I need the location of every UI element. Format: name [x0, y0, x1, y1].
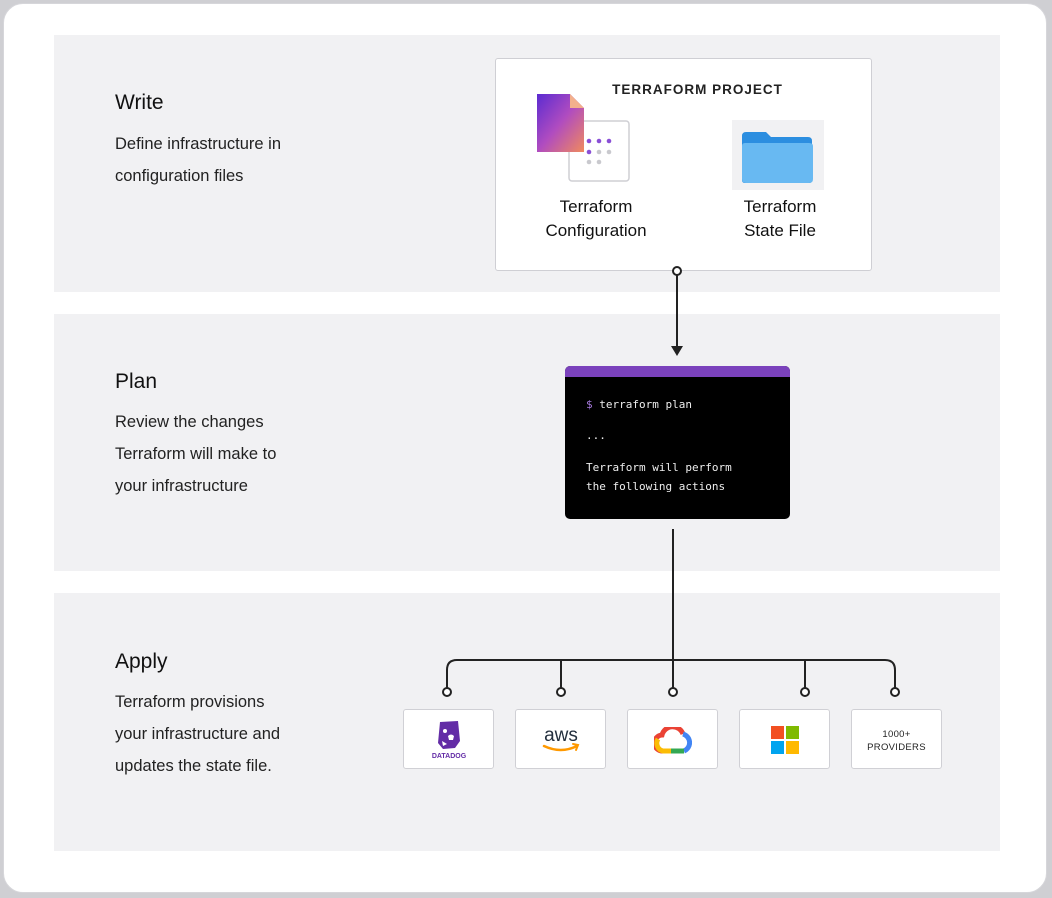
write-title: Write	[115, 91, 164, 114]
more-providers-line: 1000+	[882, 729, 911, 740]
plan-section	[54, 314, 1000, 571]
terminal-ellipsis: ...	[586, 429, 606, 442]
state-label-line: State File	[744, 221, 816, 240]
aws-logo-icon: aws	[542, 725, 580, 752]
state-label-line: Terraform	[743, 197, 817, 216]
apply-title: Apply	[115, 650, 168, 673]
microsoft-logo-icon	[771, 726, 799, 754]
config-label: Terraform Configuration	[532, 195, 660, 243]
plan-desc-line: Review the changes	[115, 413, 264, 431]
terminal-command-line: $ terraform plan	[586, 398, 692, 411]
terminal-output-line: the following actions	[586, 480, 726, 493]
plan-description: Review the changes Terraform will make t…	[115, 406, 276, 502]
provider-google-cloud	[627, 709, 718, 769]
google-cloud-logo-icon	[654, 727, 692, 754]
terraform-project-box: TERRAFORM PROJECT	[495, 58, 872, 271]
write-description: Define infrastructure in configuration f…	[115, 128, 281, 192]
config-label-line: Configuration	[545, 221, 647, 240]
plan-desc-line: your infrastructure	[115, 477, 248, 495]
folder-icon	[732, 120, 824, 190]
provider-microsoft	[739, 709, 830, 769]
provider-more: 1000+ PROVIDERS	[851, 709, 942, 769]
provider-aws: aws	[515, 709, 606, 769]
more-providers-line: PROVIDERS	[867, 742, 926, 753]
apply-desc-line: updates the state file.	[115, 757, 272, 775]
plan-title: Plan	[115, 370, 158, 393]
datadog-wordmark: DATADOG	[432, 753, 467, 760]
config-label-line: Terraform	[559, 197, 633, 216]
terminal-window: $ terraform plan ... Terraform will perf…	[565, 366, 790, 519]
configuration-file-icon	[537, 94, 630, 182]
apply-description: Terraform provisions your infrastructure…	[115, 686, 280, 782]
terminal-prompt: $	[586, 398, 593, 411]
datadog-logo-icon: DATADOG	[432, 721, 467, 760]
write-desc-line: Define infrastructure in	[115, 135, 281, 153]
apply-desc-line: your infrastructure and	[115, 725, 281, 743]
provider-datadog: DATADOG	[403, 709, 494, 769]
terminal-command: terraform plan	[599, 398, 692, 411]
project-title: TERRAFORM PROJECT	[612, 82, 783, 97]
plan-desc-line: Terraform will make to	[115, 445, 277, 463]
aws-wordmark: aws	[544, 725, 578, 746]
apply-desc-line: Terraform provisions	[115, 693, 265, 711]
state-file-label: Terraform State File	[720, 195, 840, 243]
terminal-title-bar	[565, 366, 790, 377]
more-providers-label: 1000+ PROVIDERS	[852, 728, 941, 754]
write-desc-line: configuration files	[115, 167, 244, 185]
terminal-output-line: Terraform will perform	[586, 461, 732, 474]
